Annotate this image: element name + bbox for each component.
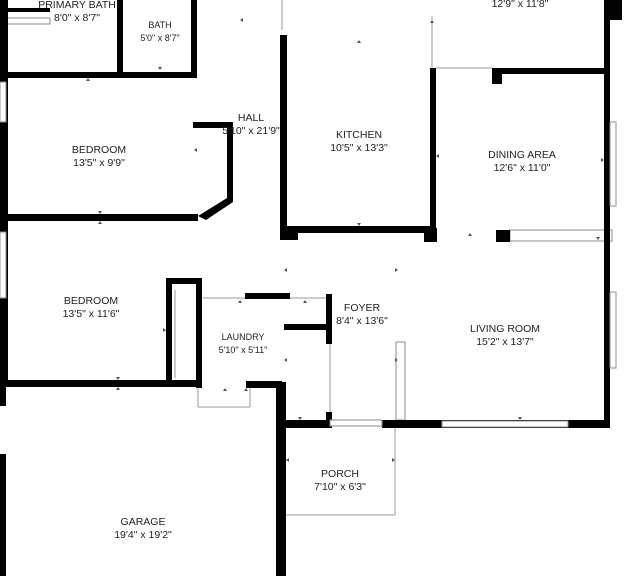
dimension-tick — [284, 358, 287, 362]
dimension-tick — [601, 158, 604, 162]
hall-dim: 5'10" x 21'9" — [222, 125, 280, 137]
porch-dim: 7'10" x 6'3" — [314, 481, 366, 493]
bedroom-2-name: BEDROOM — [64, 295, 118, 307]
dimension-tick — [116, 387, 120, 390]
living-room-dim: 15'2" x 13'7" — [476, 336, 534, 348]
bedroom-1-name: BEDROOM — [72, 144, 126, 156]
porch-name: PORCH — [321, 468, 359, 480]
dimension-ticks — [86, 18, 604, 462]
dimension-tick — [98, 221, 102, 224]
top-right-room-dim: 12'9" x 11'8" — [492, 0, 549, 10]
dimension-tick — [436, 154, 439, 158]
dimension-tick — [244, 388, 248, 391]
room-labels: PRIMARY BATH 8'0" x 8'7" BATH 5'0" x 8'7… — [38, 0, 556, 541]
dimension-tick — [518, 417, 522, 420]
dimension-tick — [395, 358, 398, 362]
dimension-tick — [286, 458, 289, 462]
hall-name: HALL — [238, 112, 264, 124]
dimension-tick — [298, 417, 302, 420]
primary-bath-name: PRIMARY BATH — [38, 0, 116, 11]
dimension-tick — [158, 67, 162, 70]
dimension-tick — [303, 300, 307, 303]
dimension-tick — [357, 40, 361, 43]
dimension-tick — [430, 20, 434, 23]
dimension-tick — [223, 388, 227, 391]
dimension-tick — [357, 223, 361, 226]
kitchen-name: KITCHEN — [336, 129, 382, 141]
dimension-tick — [116, 377, 120, 380]
primary-bath-dim: 8'0" x 8'7" — [54, 12, 100, 24]
laundry-name: LAUNDRY — [222, 332, 265, 342]
bedroom-2-dim: 13'5" x 11'6" — [63, 308, 120, 320]
dimension-tick — [596, 237, 600, 240]
foyer-name: FOYER — [344, 302, 381, 314]
kitchen-dim: 10'5" x 13'3" — [330, 142, 388, 154]
dimension-tick — [284, 268, 287, 272]
dimension-tick — [194, 148, 197, 152]
dimension-tick — [240, 18, 243, 22]
bath-dim: 5'0" x 8'7" — [140, 33, 179, 43]
dimension-tick — [395, 268, 398, 272]
dining-name: DINING AREA — [488, 149, 556, 161]
foyer-dim: 8'4" x 13'6" — [336, 315, 388, 327]
dimension-tick — [468, 233, 472, 236]
garage-name: GARAGE — [121, 516, 166, 528]
dining-dim: 12'6" x 11'0" — [494, 162, 551, 174]
dimension-tick — [238, 300, 242, 303]
living-room-name: LIVING ROOM — [470, 323, 540, 335]
dimension-tick — [98, 211, 102, 214]
dimension-tick — [392, 458, 395, 462]
dimension-tick — [86, 78, 90, 81]
windows — [0, 81, 617, 428]
bath-name: BATH — [148, 20, 171, 30]
dimension-tick — [163, 328, 166, 332]
laundry-dim: 5'10" x 5'11" — [219, 345, 268, 355]
bedroom-1-dim: 13'5" x 9'9" — [73, 157, 125, 169]
garage-dim: 19'4" x 19'2" — [114, 529, 172, 541]
